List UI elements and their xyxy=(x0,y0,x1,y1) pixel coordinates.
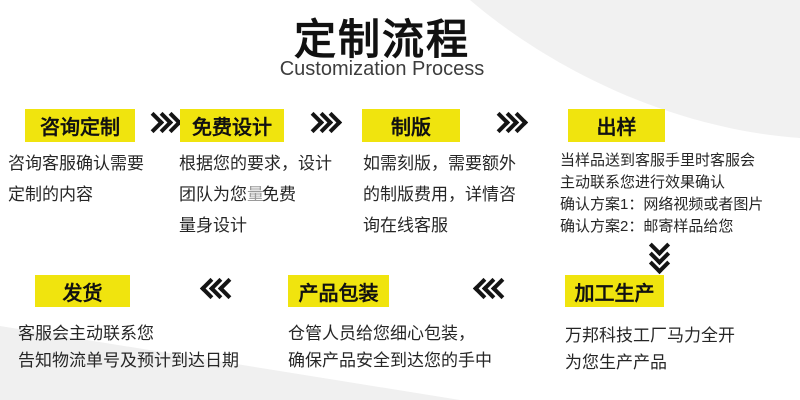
step-badge-packaging: 产品包装 xyxy=(288,275,389,307)
desc-line: 询在线客服 xyxy=(363,216,448,235)
desc-line: 量身设计 xyxy=(179,216,247,235)
desc-line: 确认方案2：邮寄样品给您 xyxy=(560,218,734,235)
desc-line: 团队为您量免费 xyxy=(179,185,296,204)
step-badge-shipping: 发货 xyxy=(35,275,130,307)
bottom-left-band-shape xyxy=(0,326,460,400)
step-badge-free-design: 免费设计 xyxy=(180,109,284,142)
triple-chevron-right-icon xyxy=(302,111,343,134)
desc-line: 客服会主动联系您 xyxy=(18,324,154,343)
desc-line: 根据您的要求，设计 xyxy=(179,154,332,173)
desc-line: 如需刻版，需要额外 xyxy=(363,154,516,173)
triple-chevron-right-icon xyxy=(488,111,529,134)
step-badge-production: 加工生产 xyxy=(565,275,664,307)
step-desc-sampling: 当样品送到客服手里时客服会 主动联系您进行效果确认 确认方案1：网络视频或者图片… xyxy=(560,150,763,238)
step-desc-packaging: 仓管人员给您细心包装， 确保产品安全到达您的手中 xyxy=(288,320,492,374)
desc-line: 仓管人员给您细心包装， xyxy=(288,324,475,343)
page-subtitle: Customization Process xyxy=(279,58,485,80)
step-desc-plate-making: 如需刻版，需要额外 的制版费用，详情咨 询在线客服 xyxy=(363,148,516,241)
desc-line: 主动联系您进行效果确认 xyxy=(560,174,726,191)
triple-chevron-down-icon xyxy=(648,234,671,275)
step-desc-consult: 咨询客服确认需要 定制的内容 xyxy=(8,148,144,210)
gray-overlap-char: 量 xyxy=(247,185,264,204)
step-badge-sampling: 出样 xyxy=(568,109,665,142)
page-title: 定制流程 xyxy=(293,16,470,63)
step-desc-free-design: 根据您的要求，设计 团队为您量免费 量身设计 xyxy=(179,148,332,241)
triple-chevron-left-icon xyxy=(199,277,240,300)
step-badge-consult: 咨询定制 xyxy=(25,109,135,142)
top-right-swoosh-shape xyxy=(470,0,800,138)
desc-line: 确认方案1：网络视频或者图片 xyxy=(560,196,764,213)
triple-chevron-right-icon xyxy=(142,111,183,134)
desc-line: 当样品送到客服手里时客服会 xyxy=(560,152,756,169)
triple-chevron-left-icon xyxy=(472,277,513,300)
desc-line: 告知物流单号及预计到达日期 xyxy=(18,351,239,370)
step-desc-production: 万邦科技工厂马力全开 为您生产产品 xyxy=(565,322,735,376)
desc-line: 万邦科技工厂马力全开 xyxy=(565,326,735,345)
desc-line: 为您生产产品 xyxy=(565,353,667,372)
step-badge-plate-making: 制版 xyxy=(362,109,460,142)
desc-line: 定制的内容 xyxy=(8,185,93,204)
step-desc-shipping: 客服会主动联系您 告知物流单号及预计到达日期 xyxy=(18,320,239,374)
desc-line: 确保产品安全到达您的手中 xyxy=(288,351,492,370)
desc-line: 咨询客服确认需要 xyxy=(8,154,144,173)
desc-line: 的制版费用，详情咨 xyxy=(363,185,516,204)
